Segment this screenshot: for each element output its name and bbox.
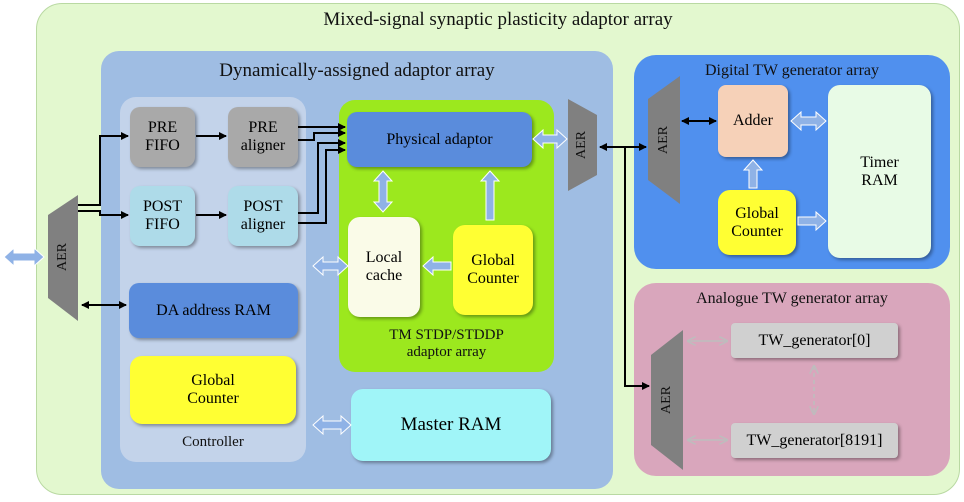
post-aligner-block: POST aligner bbox=[228, 186, 298, 246]
physical-adaptor-block: Physical adaptor bbox=[347, 112, 532, 167]
da-address-ram-block: DA address RAM bbox=[129, 283, 298, 338]
controller-cache-fat-arrow bbox=[312, 255, 349, 277]
pre-aligner-block: PRE aligner bbox=[228, 107, 298, 167]
post-aligner-to-physical-line bbox=[298, 139, 346, 214]
tm-global-counter-label: Global Counter bbox=[467, 252, 519, 287]
master-ram-label: Master RAM bbox=[400, 414, 502, 435]
tm-aer-fat-arrow bbox=[532, 128, 568, 150]
controller-global-counter-label: Global Counter bbox=[187, 372, 239, 407]
aer-digital-label: AER bbox=[656, 126, 671, 154]
tw-generator-last-label: TW_generator[8191] bbox=[746, 431, 883, 449]
controller-label: Controller bbox=[182, 434, 244, 450]
left-input-fat-arrow bbox=[3, 246, 45, 268]
aer-analogue-trapezoid bbox=[651, 330, 683, 470]
pre-fifo-block: PRE FIFO bbox=[130, 107, 195, 167]
analogue-tw-title: Analogue TW generator array bbox=[696, 290, 888, 307]
timer-ram-label: Timer RAM bbox=[860, 153, 899, 189]
controller-master-fat-arrow bbox=[312, 414, 352, 436]
aer-to-post-fifo-line bbox=[78, 210, 129, 219]
aer-left-trapezoid bbox=[48, 195, 78, 321]
tw-generator-first-block: TW_generator[0] bbox=[731, 323, 898, 358]
signal-lines bbox=[78, 117, 717, 390]
physical-cache-fat-arrow bbox=[372, 170, 394, 213]
local-cache-label: Local cache bbox=[365, 249, 403, 284]
dcounter-adder-fat-arrow bbox=[742, 159, 764, 189]
master-ram-block: Master RAM bbox=[351, 389, 551, 461]
post-fifo-block: POST FIFO bbox=[130, 186, 195, 246]
pre-aligner-to-physical-line-2 bbox=[298, 129, 346, 141]
controller-global-counter-block: Global Counter bbox=[130, 356, 296, 424]
post-fifo-label: POST FIFO bbox=[142, 198, 183, 233]
system-title: Mixed-signal synaptic plasticity adaptor… bbox=[323, 9, 673, 30]
adder-label: Adder bbox=[733, 112, 773, 129]
tw-generator-first-label: TW_generator[0] bbox=[758, 331, 871, 349]
aer-digital-trapezoid bbox=[648, 76, 680, 204]
tm-adaptor-array-label: TM STDP/STDDP adaptor array bbox=[389, 327, 504, 361]
digital-global-counter-block: Global Counter bbox=[718, 190, 796, 255]
digital-global-counter-label: Global Counter bbox=[731, 204, 783, 240]
physical-adaptor-label: Physical adaptor bbox=[386, 130, 493, 148]
dcounter-timer-fat-arrow bbox=[797, 210, 827, 232]
analogue-lines bbox=[688, 341, 814, 440]
counter-cache-fat-arrow bbox=[422, 255, 452, 277]
aer-to-pre-fifo-line bbox=[78, 132, 129, 206]
pre-aligner-label: PRE aligner bbox=[240, 119, 286, 154]
counter-physical-fat-arrow bbox=[479, 170, 501, 221]
digital-tw-title: Digital TW generator array bbox=[705, 62, 879, 79]
adder-timer-fat-arrow bbox=[790, 110, 827, 132]
local-cache-block: Local cache bbox=[348, 217, 420, 317]
pre-fifo-label: PRE FIFO bbox=[145, 119, 180, 154]
timer-ram-block: Timer RAM bbox=[828, 85, 931, 258]
adder-block: Adder bbox=[718, 85, 788, 157]
post-aligner-label: POST aligner bbox=[240, 198, 286, 233]
da-address-ram-label: DA address RAM bbox=[156, 301, 271, 319]
aer-middle-analogue-line bbox=[624, 147, 650, 390]
aer-left-label: AER bbox=[55, 243, 70, 271]
da-adaptor-array-title: Dynamically-assigned adaptor array bbox=[219, 60, 495, 81]
aer-middle-trapezoid bbox=[568, 99, 597, 191]
tw-generator-last-block: TW_generator[8191] bbox=[731, 423, 898, 458]
fat-arrows bbox=[3, 110, 827, 436]
post-aligner-to-physical-line-2 bbox=[298, 146, 346, 224]
aer-middle-label: AER bbox=[574, 131, 589, 159]
tm-global-counter-block: Global Counter bbox=[453, 225, 533, 315]
aer-analogue-label: AER bbox=[659, 386, 674, 414]
